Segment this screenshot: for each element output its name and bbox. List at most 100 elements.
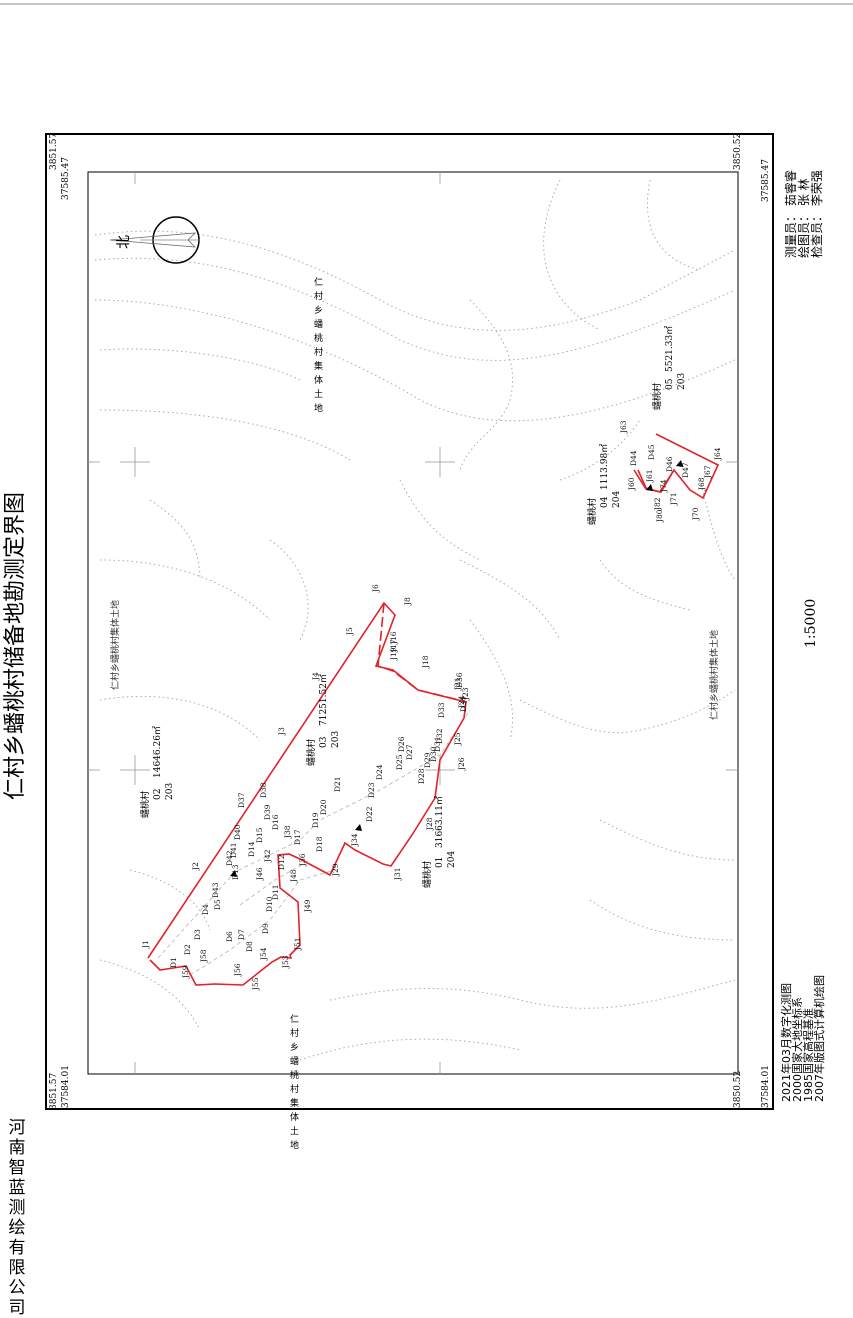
land-label-char: 仁 bbox=[290, 1013, 299, 1025]
j-point-label: J68 bbox=[697, 477, 706, 491]
svg-text:203: 203 bbox=[165, 783, 175, 800]
j-point-label: J67 bbox=[703, 465, 712, 479]
d-point-label: D40 bbox=[233, 824, 242, 840]
d-point-label: D38 bbox=[259, 782, 268, 798]
j-point-label: J4 bbox=[311, 672, 320, 681]
company-char: 有 bbox=[8, 1238, 26, 1258]
d-point-label: D33 bbox=[437, 702, 446, 718]
land-label-char: 集 bbox=[290, 1097, 299, 1109]
d-point-label: D31 bbox=[433, 736, 442, 752]
land-label-char: 体 bbox=[314, 374, 323, 386]
j-point-label: J28 bbox=[425, 817, 434, 831]
drafter: 绘图员： 张 林 bbox=[796, 178, 811, 258]
map-scale: 1:5000 bbox=[803, 599, 819, 648]
j-point-label: J49 bbox=[303, 899, 312, 913]
j-point-label: J55 bbox=[251, 977, 260, 991]
parcel-03-boundary bbox=[147, 601, 467, 986]
d-point-label: D16 bbox=[271, 814, 280, 830]
frame-coordinates: 3851.57 37585.47 3850.52 37585.47 3851.5… bbox=[49, 133, 771, 1110]
land-label-char: 乡 bbox=[314, 305, 323, 316]
j-point-label: J3 bbox=[277, 727, 286, 736]
d-point-label: D11 bbox=[271, 884, 280, 900]
d-point-label: D39 bbox=[263, 804, 272, 820]
svg-text:31663.11㎡: 31663.11㎡ bbox=[434, 796, 445, 848]
j-point-label: J54 bbox=[259, 947, 268, 961]
d-point-label: D20 bbox=[319, 799, 328, 815]
company-char: 限 bbox=[8, 1258, 26, 1278]
svg-text:02: 02 bbox=[153, 789, 163, 800]
company-char: 河 bbox=[8, 1118, 26, 1138]
boundary-point-labels: J1J2J3J4J5J6J8J18J19J17J16J21J23J24J25J2… bbox=[141, 420, 722, 991]
j-point-label: J25 bbox=[453, 732, 462, 746]
j-point-label: J58 bbox=[199, 949, 208, 963]
markers bbox=[230, 460, 683, 877]
svg-text:203: 203 bbox=[331, 731, 341, 748]
land-label-char: 土 bbox=[290, 1125, 299, 1137]
j-point-label: J36 bbox=[298, 853, 307, 867]
j-point-label: J46 bbox=[255, 867, 264, 881]
land-label-char: 地 bbox=[314, 402, 323, 414]
coord-bl-inner: 37584.01 bbox=[61, 1065, 71, 1108]
coord-tr-inner: 37585.47 bbox=[761, 159, 771, 202]
d-point-label: D42 bbox=[225, 850, 234, 866]
d-point-label: D45 bbox=[647, 444, 656, 460]
j-point-label: J23 bbox=[461, 687, 470, 701]
svg-text:204: 204 bbox=[612, 491, 622, 508]
d-point-label: D5 bbox=[213, 899, 222, 910]
j-point-label: J51 bbox=[293, 937, 302, 951]
d-point-label: D17 bbox=[293, 829, 302, 845]
j-point-label: J70 bbox=[691, 507, 700, 521]
d-point-label: D28 bbox=[417, 768, 426, 784]
checker: 检查员： 李荣强 bbox=[809, 170, 824, 258]
map-frame bbox=[87, 171, 739, 1075]
j-point-label: J17 bbox=[389, 639, 398, 653]
svg-text:204: 204 bbox=[447, 851, 457, 868]
svg-text:03: 03 bbox=[319, 736, 329, 748]
j-point-label: J63 bbox=[619, 420, 628, 434]
d-point-label: D14 bbox=[247, 841, 256, 857]
svg-text:203: 203 bbox=[677, 373, 687, 390]
land-label-char: 桃 bbox=[314, 332, 323, 344]
j-point-label: J6 bbox=[371, 584, 380, 593]
j-point-label: J16 bbox=[389, 631, 398, 645]
d-point-label: D10 bbox=[265, 896, 274, 912]
d-point-label: D18 bbox=[315, 836, 324, 852]
j-point-label: J29 bbox=[331, 863, 340, 877]
j-point-label: J64 bbox=[713, 447, 722, 461]
d-point-label: D1 bbox=[169, 957, 178, 968]
svg-text:14646.26㎡: 14646.26㎡ bbox=[152, 726, 163, 778]
d-point-label: D27 bbox=[405, 744, 414, 760]
d-point-label: D46 bbox=[665, 456, 674, 472]
svg-text:71251.52㎡: 71251.52㎡ bbox=[318, 674, 329, 726]
j-point-label: J18 bbox=[421, 655, 430, 669]
company-char: 公 bbox=[8, 1278, 26, 1298]
page-title: 仁村乡蟠桃村储备地勘测定界图 bbox=[0, 470, 30, 800]
d-point-label: D19 bbox=[311, 812, 320, 828]
land-label-middle: 仁村乡蟠桃村集体土地 bbox=[109, 600, 121, 690]
d-point-label: D44 bbox=[629, 450, 638, 466]
land-label-char: 土 bbox=[314, 388, 323, 400]
north-label: 北 bbox=[116, 235, 132, 249]
footer-notes: 2021年03月数字化测图 2000国家大地坐标系 1985国家高程基准 200… bbox=[779, 975, 826, 1102]
d-point-label: D21 bbox=[333, 776, 342, 792]
coord-br-outer: 3850.52 bbox=[733, 1071, 743, 1108]
land-label-char: 乡 bbox=[290, 1042, 299, 1053]
company-char: 蓝 bbox=[8, 1178, 26, 1198]
d-point-label: D34 bbox=[459, 696, 468, 712]
d-point-label: D24 bbox=[375, 764, 384, 780]
company-char: 绘 bbox=[8, 1218, 26, 1238]
j-point-label: J38 bbox=[283, 825, 292, 839]
land-label-char: 村 bbox=[290, 1027, 299, 1039]
svg-text:04: 04 bbox=[600, 496, 610, 508]
d-point-label: D43 bbox=[211, 882, 220, 898]
j-point-label: J19 bbox=[389, 647, 398, 661]
survey-map: 北 3851.57 37585.47 3850.52 37585.47 3851… bbox=[0, 3, 853, 1151]
j-point-label: J26 bbox=[457, 757, 466, 771]
land-label-char: 村 bbox=[314, 290, 323, 302]
land-label-char: 桃 bbox=[290, 1069, 299, 1081]
d-point-label: D3 bbox=[193, 929, 202, 940]
d-point-label: D25 bbox=[395, 754, 404, 770]
j-point-label: J42 bbox=[263, 849, 272, 863]
land-label-char: 村 bbox=[314, 346, 323, 358]
